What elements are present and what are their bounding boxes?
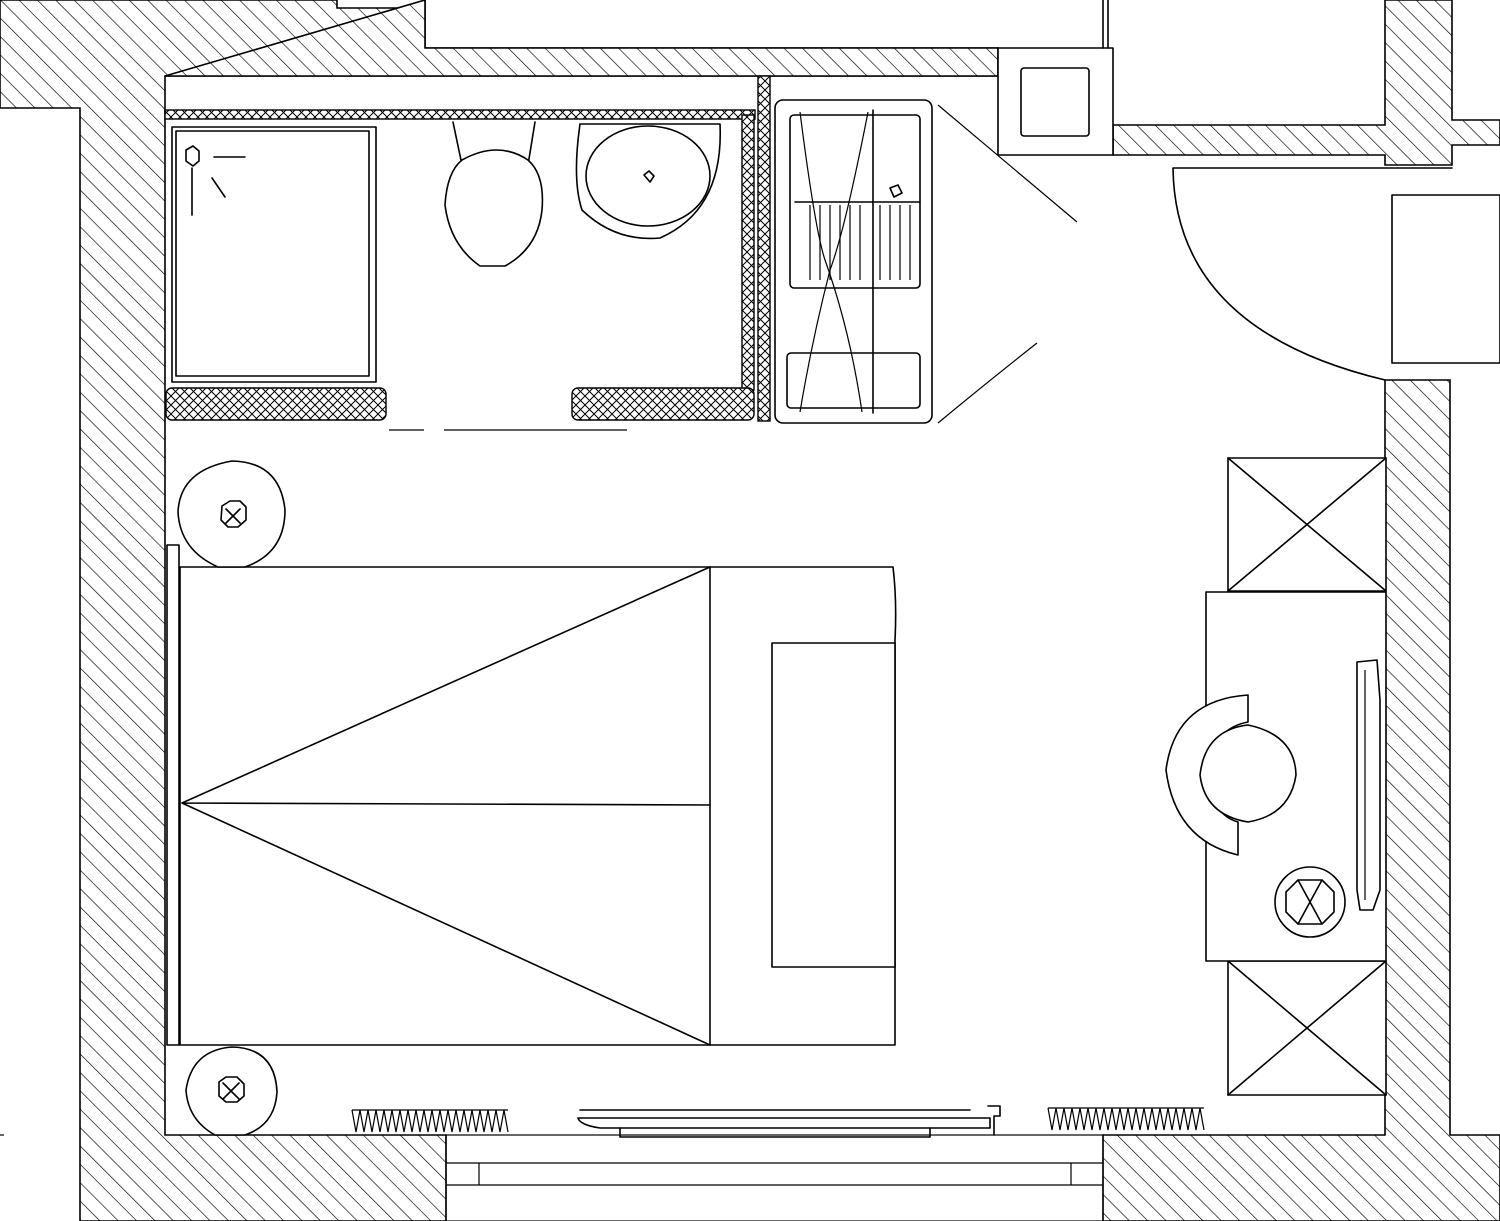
wardrobe-hanger-curve [799, 111, 869, 413]
nightstand-top [177, 460, 286, 568]
window [445, 1134, 1104, 1221]
bathroom [164, 75, 771, 431]
lamp-icon [1285, 879, 1335, 925]
lamp-icon [220, 500, 247, 528]
luggage-rack [1391, 194, 1500, 364]
bath-wall-bottom-left [165, 387, 387, 421]
entry-door-frame [1102, 0, 1109, 49]
wardrobe-handle [889, 184, 903, 198]
service-shaft [997, 47, 1114, 156]
headboard [166, 544, 180, 1046]
side-table [1274, 866, 1346, 938]
cabinet-bottom [1227, 960, 1387, 1096]
double-bed [166, 544, 897, 1046]
bath-wall-top [164, 109, 756, 120]
bath-wall-divider [757, 75, 771, 422]
chair-seat [1199, 724, 1297, 823]
blanket-fold [181, 566, 711, 1046]
armchair [1165, 694, 1297, 856]
wardrobe-shelf-lines [794, 201, 921, 280]
wall-top-right [1112, 0, 1500, 166]
cabinet-top [1227, 457, 1387, 592]
wardrobe-door-swing [937, 104, 1078, 424]
lamp-icon [218, 1076, 245, 1103]
bath-wall-right [741, 114, 755, 391]
washbasin [575, 123, 722, 240]
nightstand-bottom [185, 1046, 278, 1136]
drain-icon [643, 170, 655, 183]
shower-head-icon [185, 145, 246, 216]
desk-drawer-rail [1356, 659, 1381, 911]
bath-wall-bottom-right [571, 387, 755, 421]
radiator-right [1047, 1107, 1205, 1131]
toilet [444, 121, 544, 267]
entry-door-swing [1172, 167, 1453, 381]
shower [171, 126, 377, 383]
entry-area [997, 0, 1500, 381]
curtain-rail [577, 1105, 1001, 1138]
radiator-left [351, 1109, 509, 1133]
shaft-inner [1020, 67, 1090, 137]
bed-pillow [771, 642, 896, 968]
wall-right [1102, 379, 1500, 1221]
wardrobe [774, 99, 1078, 424]
